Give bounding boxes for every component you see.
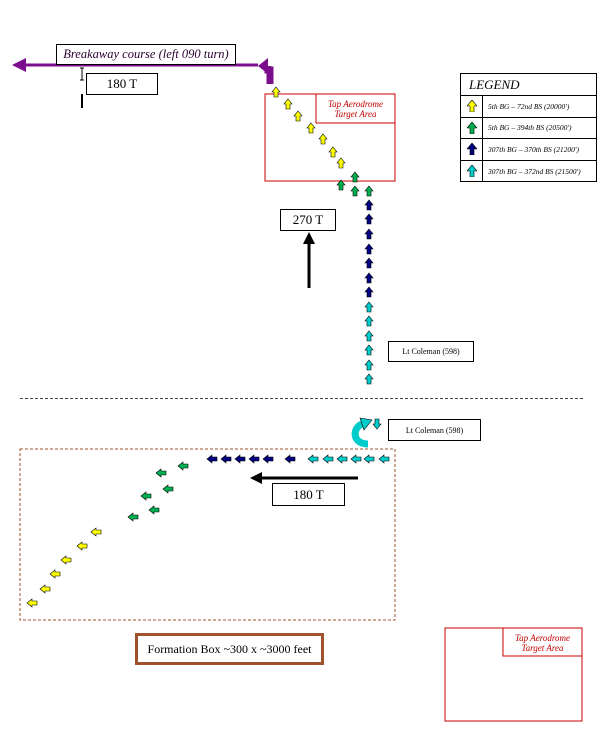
target-label-top: Tap Aerodrome Target Area <box>316 96 395 122</box>
breakaway-arrow <box>12 58 258 72</box>
left-arrow-icon <box>26 598 38 608</box>
up-arrow-icon <box>283 98 293 110</box>
target-area-bottom-labelbox <box>502 627 583 657</box>
target-area-top-labelbox <box>315 93 396 124</box>
up-arrow-icon <box>350 171 360 183</box>
up-arrow-icon <box>364 344 374 356</box>
up-arrow-icon <box>328 146 338 158</box>
left-arrow-icon <box>363 454 375 464</box>
left-arrow-icon <box>148 505 160 515</box>
heading-box-bottom-180: 180 T <box>272 483 345 506</box>
left-arrow-icon <box>162 484 174 494</box>
coleman-bottom-text: Lt Coleman (598) <box>405 425 464 435</box>
left-arrow-icon <box>155 468 167 478</box>
left-arrow-icon <box>378 454 390 464</box>
heading-arrow-up <box>303 232 315 288</box>
left-arrow-icon <box>262 454 274 464</box>
target-bottom-line1: Tap Aerodrome <box>514 632 571 643</box>
target-top-line2: Target Area <box>334 109 377 119</box>
legend-swatch-icon <box>461 117 483 138</box>
left-arrow-icon <box>177 461 189 471</box>
up-arrow-icon <box>364 257 374 269</box>
formation-box-label: Formation Box ~300 x ~3000 feet <box>135 633 324 665</box>
heading-box-270: 270 T <box>280 209 336 231</box>
breakaway-label: Breakaway course (left 090 turn) <box>56 44 236 65</box>
up-arrow-icon <box>364 286 374 298</box>
left-arrow-icon <box>336 454 348 464</box>
down-arrow-icon <box>372 418 382 430</box>
up-arrow-icon <box>336 157 346 169</box>
heading-box-top-180: 180 T <box>86 73 158 95</box>
up-arrow-icon <box>293 110 303 122</box>
left-arrow-icon <box>49 569 61 579</box>
up-arrow-icon <box>350 185 360 197</box>
left-arrow-icon <box>322 454 334 464</box>
legend-label: 307th BG – 372nd BS (21500') <box>488 166 581 176</box>
legend-label: 5th BG – 394th BS (20500') <box>488 123 572 133</box>
up-arrow-icon <box>364 330 374 342</box>
coleman-top-text: Lt Coleman (598) <box>402 347 460 356</box>
legend-swatch-icon <box>461 96 483 117</box>
coleman-label-bottom: Lt Coleman (598) <box>388 419 481 441</box>
up-arrow-icon <box>271 86 281 98</box>
target-top-line1: Tap Aerodrome <box>327 99 384 109</box>
up-arrow-icon <box>364 185 374 197</box>
legend-swatch-icon <box>461 139 483 160</box>
up-arrow-icon <box>466 100 477 113</box>
legend-row: 307th BG – 372nd BS (21500') <box>461 160 596 182</box>
left-arrow-icon <box>284 454 296 464</box>
target-bottom-line2: Target Area <box>521 642 564 653</box>
heading-top-180-text: 180 T <box>106 76 138 91</box>
legend-row: 307th BG – 370th BS (21200') <box>461 139 596 161</box>
legend-row: 5th BG – 72nd BS (20000') <box>461 96 596 118</box>
up-arrow-icon <box>364 199 374 211</box>
up-arrow-icon <box>364 373 374 385</box>
up-arrow-icon <box>318 133 328 145</box>
up-arrow-icon <box>466 143 477 156</box>
left-arrow-icon <box>248 454 260 464</box>
left-arrow-icon <box>39 584 51 594</box>
heading-arrow-left <box>250 472 358 484</box>
heading-270-text: 270 T <box>292 212 324 227</box>
lower-region-box <box>19 448 396 621</box>
formation-box-text: Formation Box ~300 x ~3000 feet <box>147 641 312 656</box>
u-turn-arrow-icon <box>351 417 373 448</box>
left-arrow-icon <box>234 454 246 464</box>
legend-label: 5th BG – 72nd BS (20000') <box>488 101 570 111</box>
target-label-bottom: Tap Aerodrome Target Area <box>503 630 582 655</box>
up-arrow-icon <box>336 179 346 191</box>
left-arrow-icon <box>350 454 362 464</box>
left-arrow-icon <box>206 454 218 464</box>
left-arrow-icon <box>60 555 72 565</box>
up-arrow-icon <box>364 272 374 284</box>
up-arrow-icon <box>364 301 374 313</box>
left-arrow-icon <box>307 454 319 464</box>
up-arrow-icon <box>364 213 374 225</box>
legend: LEGEND 5th BG – 72nd BS (20000') 5th BG … <box>460 73 597 182</box>
left-turn-icon <box>258 58 274 84</box>
up-arrow-icon <box>364 243 374 255</box>
up-arrow-icon <box>466 165 477 178</box>
up-arrow-icon <box>364 228 374 240</box>
legend-swatch-icon <box>461 160 483 182</box>
legend-row: 5th BG – 394th BS (20500') <box>461 117 596 139</box>
left-arrow-icon <box>90 527 102 537</box>
cursor-mark <box>80 67 84 108</box>
section-divider <box>20 398 583 399</box>
left-arrow-icon <box>140 491 152 501</box>
coleman-label-top: Lt Coleman (598) <box>388 341 474 362</box>
up-arrow-icon <box>306 122 316 134</box>
legend-title: LEGEND <box>461 74 596 96</box>
up-arrow-icon <box>364 315 374 327</box>
breakaway-label-text: Breakaway course (left 090 turn) <box>63 47 229 61</box>
up-arrow-icon <box>364 359 374 371</box>
left-arrow-icon <box>220 454 232 464</box>
left-arrow-icon <box>76 541 88 551</box>
legend-label: 307th BG – 370th BS (21200') <box>488 144 579 154</box>
left-arrow-icon <box>127 512 139 522</box>
up-arrow-icon <box>466 121 477 134</box>
heading-bottom-180-text: 180 T <box>293 486 324 502</box>
